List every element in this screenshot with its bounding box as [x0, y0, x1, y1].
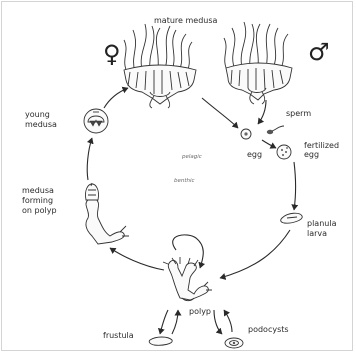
polyp-self-cycle-arrow — [172, 234, 206, 269]
arrow-frustula-to-polyp — [171, 309, 182, 335]
medusa-forming-on-polyp-illustration — [85, 182, 129, 245]
label-medusa-forming-3: on polyp — [22, 206, 57, 215]
arrow-planula-to-polyp — [219, 229, 291, 280]
arrow-polyp-to-podocysts — [213, 309, 223, 335]
diagram-frame — [1, 1, 353, 351]
polyp-illustration — [162, 257, 212, 302]
female-symbol: ♀ — [103, 40, 121, 68]
label-frustula: frustula — [103, 331, 134, 340]
label-medusa-forming-1: medusa — [22, 186, 54, 195]
male-mature-medusa-illustration — [223, 21, 293, 105]
label-mature-medusa: mature medusa — [154, 16, 218, 25]
male-symbol: ♂ — [308, 38, 330, 66]
label-egg: egg — [247, 150, 262, 159]
label-fertilized-egg-1: fertilized — [304, 141, 339, 150]
frustula-illustration — [148, 336, 173, 346]
arrow-polyp-to-frustula — [157, 309, 169, 335]
podocysts-illustration — [224, 337, 244, 349]
arrow-male-medusa-to-sperm — [257, 99, 267, 125]
label-planula-2: larva — [307, 229, 327, 238]
arrow-fertilized-egg-to-planula — [291, 161, 299, 211]
label-sperm: sperm — [286, 109, 311, 118]
young-medusa-illustration — [83, 108, 109, 134]
label-pelagic: pelagic — [181, 154, 202, 160]
label-medusa-forming-2: forming — [22, 196, 53, 205]
label-planula-1: planula — [307, 219, 337, 228]
arrow-podocysts-to-polyp — [223, 309, 233, 333]
label-young-medusa-2: medusa — [25, 120, 57, 129]
fertilized-egg-illustration — [276, 144, 292, 160]
label-podocysts: podocysts — [248, 325, 289, 334]
label-young-medusa-1: young — [25, 110, 50, 119]
label-benthic: benthic — [174, 178, 195, 184]
arrow-medusa-to-egg — [201, 97, 239, 129]
arrow-polyp-to-medusa-forming — [109, 247, 165, 271]
arrow-egg-to-fertilized-egg — [261, 139, 277, 149]
label-polyp: polyp — [189, 307, 211, 316]
arrow-young-to-mature — [103, 86, 129, 109]
label-fertilized-egg-2: egg — [304, 150, 319, 159]
female-mature-medusa-illustration — [123, 23, 197, 109]
arrow-medusa-forming-to-young — [86, 137, 94, 181]
egg-nucleus — [244, 132, 248, 136]
sperm-illustration — [266, 125, 285, 135]
planula-larva-illustration — [280, 212, 303, 224]
